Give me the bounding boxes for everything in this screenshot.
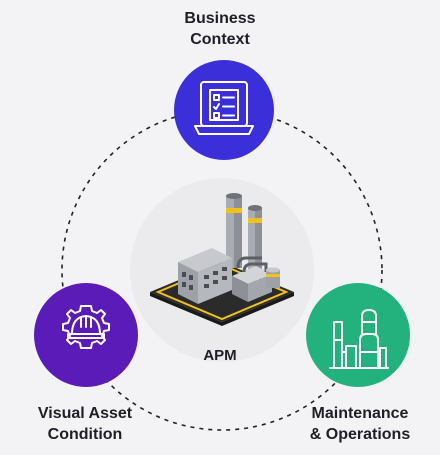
business-context-line-1: Business [184, 10, 256, 27]
business-context-node [174, 60, 274, 160]
industrial-plant-icon [329, 309, 389, 369]
apm-label: APM [203, 347, 237, 364]
maintenance-operations-label: Maintenance & Operations [280, 403, 440, 445]
visual-asset-condition-label: Visual Asset Condition [10, 403, 160, 445]
maintenance-line-1: Maintenance [311, 405, 409, 422]
dashed-cycle-ring [61, 109, 383, 431]
visual-asset-condition-node [34, 283, 138, 387]
business-context-label: Business Context [140, 8, 300, 50]
maintenance-operations-node [306, 283, 410, 387]
visual-asset-line-1: Visual Asset [37, 405, 133, 422]
maintenance-line-2: & Operations [309, 426, 411, 443]
business-context-line-2: Context [190, 31, 250, 48]
hardhat-gear-icon [62, 305, 110, 349]
visual-asset-line-2: Condition [47, 426, 123, 443]
laptop-checklist-icon [194, 81, 254, 135]
factory-icon [150, 193, 294, 326]
